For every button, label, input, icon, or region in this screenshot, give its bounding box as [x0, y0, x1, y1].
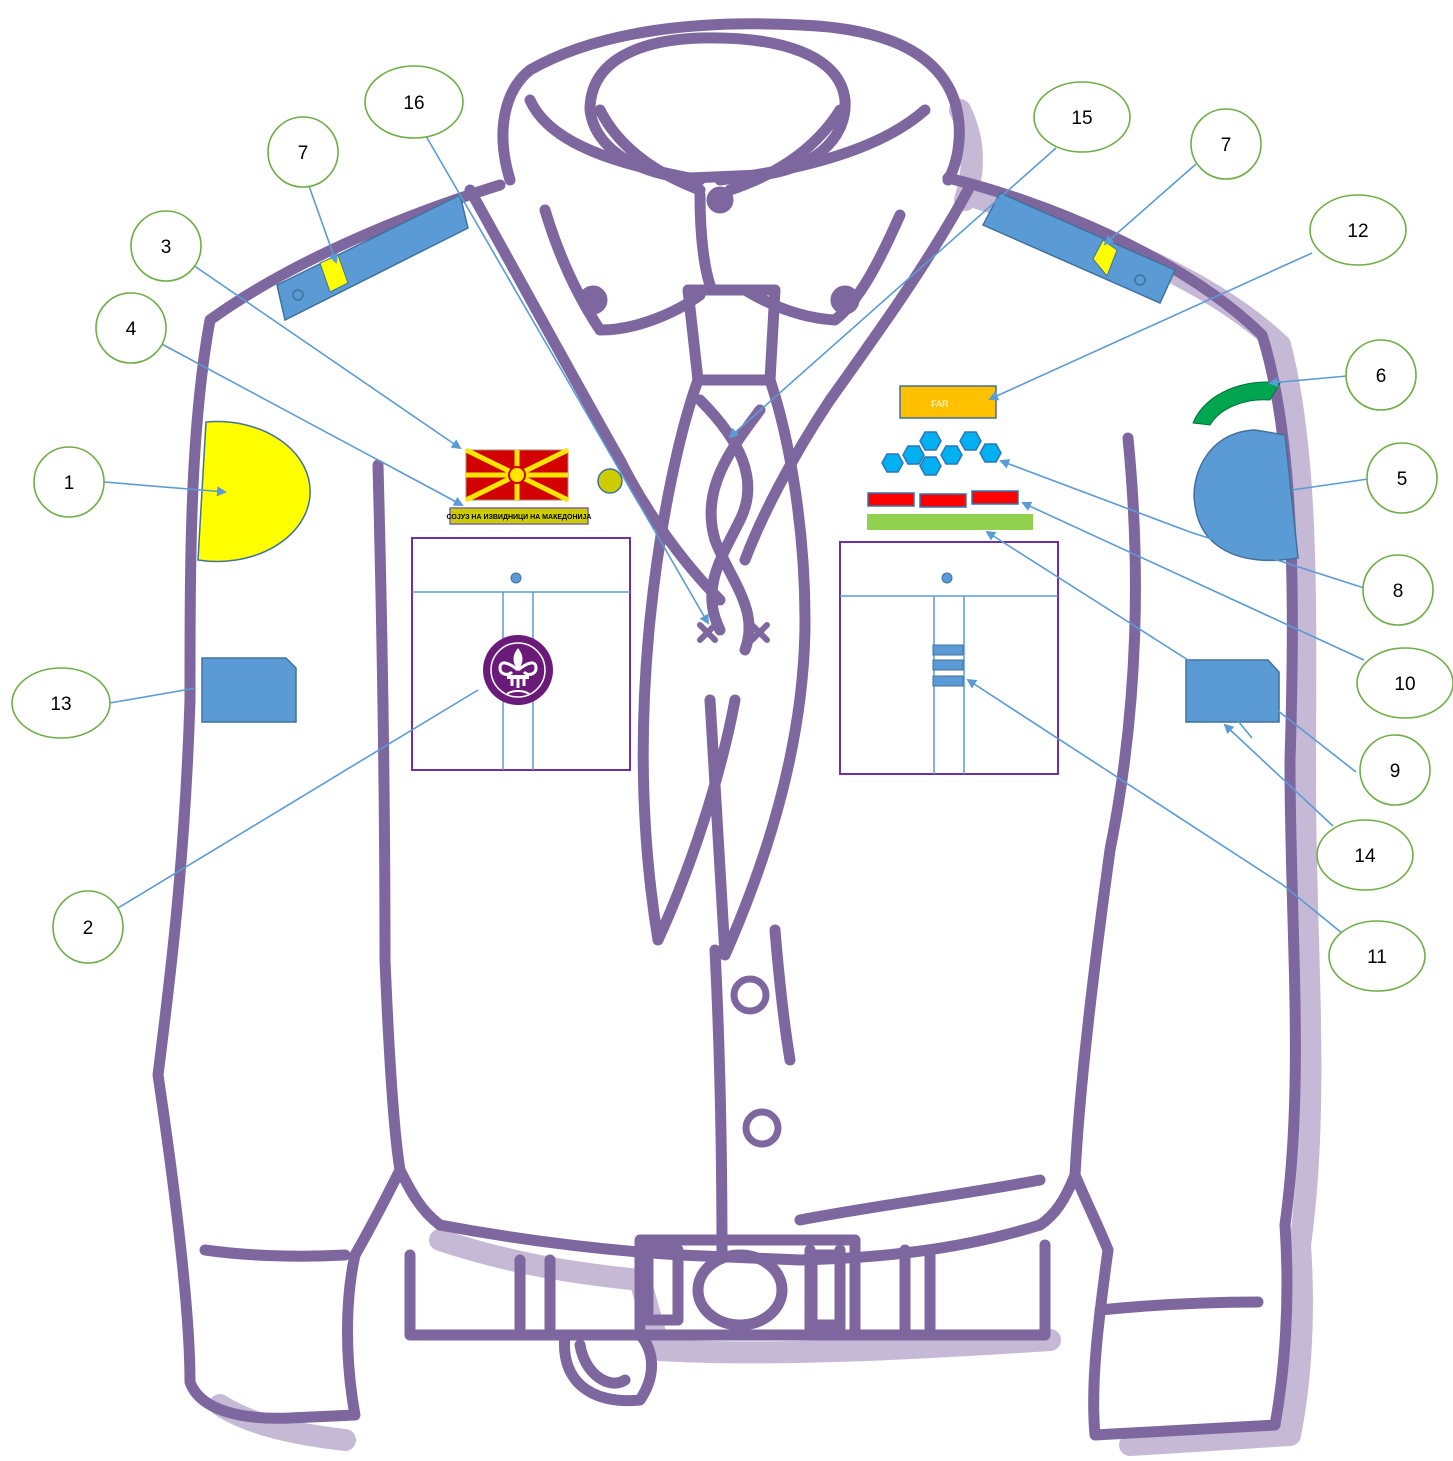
pocket-service-stripes — [933, 645, 963, 686]
callout-14-label: 14 — [1354, 846, 1376, 867]
callout-12: 12 — [1310, 195, 1406, 265]
association-name-strip: СОЈУЗ НА ИЗВИДНИЦИ НА МАКЕДОНИЈА — [447, 508, 592, 524]
callout-7-left: 7 — [268, 117, 338, 187]
association-name-text: СОЈУЗ НА ИЗВИДНИЦИ НА МАКЕДОНИЈА — [447, 514, 592, 521]
callout-13-label: 13 — [50, 694, 71, 715]
callout-11: 11 — [1329, 921, 1425, 991]
world-scout-emblem-icon — [483, 635, 553, 705]
right-sleeve-blue-patch — [1186, 660, 1279, 722]
tie-slide-marks — [700, 625, 767, 640]
callout-14: 14 — [1317, 820, 1413, 890]
callout-1-label: 1 — [64, 473, 75, 494]
callout-12-label: 12 — [1347, 221, 1368, 242]
rank-badge-text: FAR — [931, 399, 949, 409]
right-pocket — [840, 542, 1058, 774]
callout-11-label: 11 — [1367, 947, 1387, 968]
callout-8: 8 — [1363, 555, 1433, 625]
callout-5-label: 5 — [1397, 469, 1408, 490]
callout-5: 5 — [1367, 443, 1437, 513]
callout-2-label: 2 — [83, 918, 94, 939]
callout-10: 10 — [1357, 648, 1453, 718]
callout-7-right-label: 7 — [1221, 135, 1232, 156]
callout-10-label: 10 — [1394, 674, 1415, 695]
callout-13: 13 — [12, 668, 110, 738]
callout-7-right: 7 — [1191, 109, 1261, 179]
callout-16: 16 — [365, 66, 463, 138]
shirt-outline — [158, 24, 1295, 1435]
callout-1: 1 — [34, 447, 104, 517]
callout-15-label: 15 — [1071, 108, 1092, 129]
callout-9: 9 — [1360, 735, 1430, 805]
callout-6: 6 — [1346, 340, 1416, 410]
achievement-hexagons — [882, 432, 1001, 475]
callout-9-label: 9 — [1390, 761, 1401, 782]
small-yellow-pin — [598, 469, 622, 493]
left-sleeve-blue-patch — [202, 658, 296, 722]
callout-7-left-label: 7 — [298, 143, 309, 164]
callout-2: 2 — [53, 891, 123, 963]
blue-round-patch — [1194, 430, 1298, 560]
callout-6-label: 6 — [1376, 366, 1387, 387]
macedonia-flag-icon — [466, 450, 568, 500]
callout-3-label: 3 — [161, 237, 172, 258]
callout-4-label: 4 — [126, 319, 137, 340]
rank-badge: FAR — [900, 386, 996, 418]
callout-3: 3 — [131, 211, 201, 281]
green-arc-patch — [1193, 382, 1280, 425]
green-service-bar — [867, 514, 1033, 530]
red-merit-bars — [868, 491, 1018, 507]
callout-8-label: 8 — [1393, 581, 1404, 602]
callout-4: 4 — [96, 293, 166, 363]
callout-15: 15 — [1034, 82, 1130, 152]
callout-16-label: 16 — [403, 93, 424, 114]
